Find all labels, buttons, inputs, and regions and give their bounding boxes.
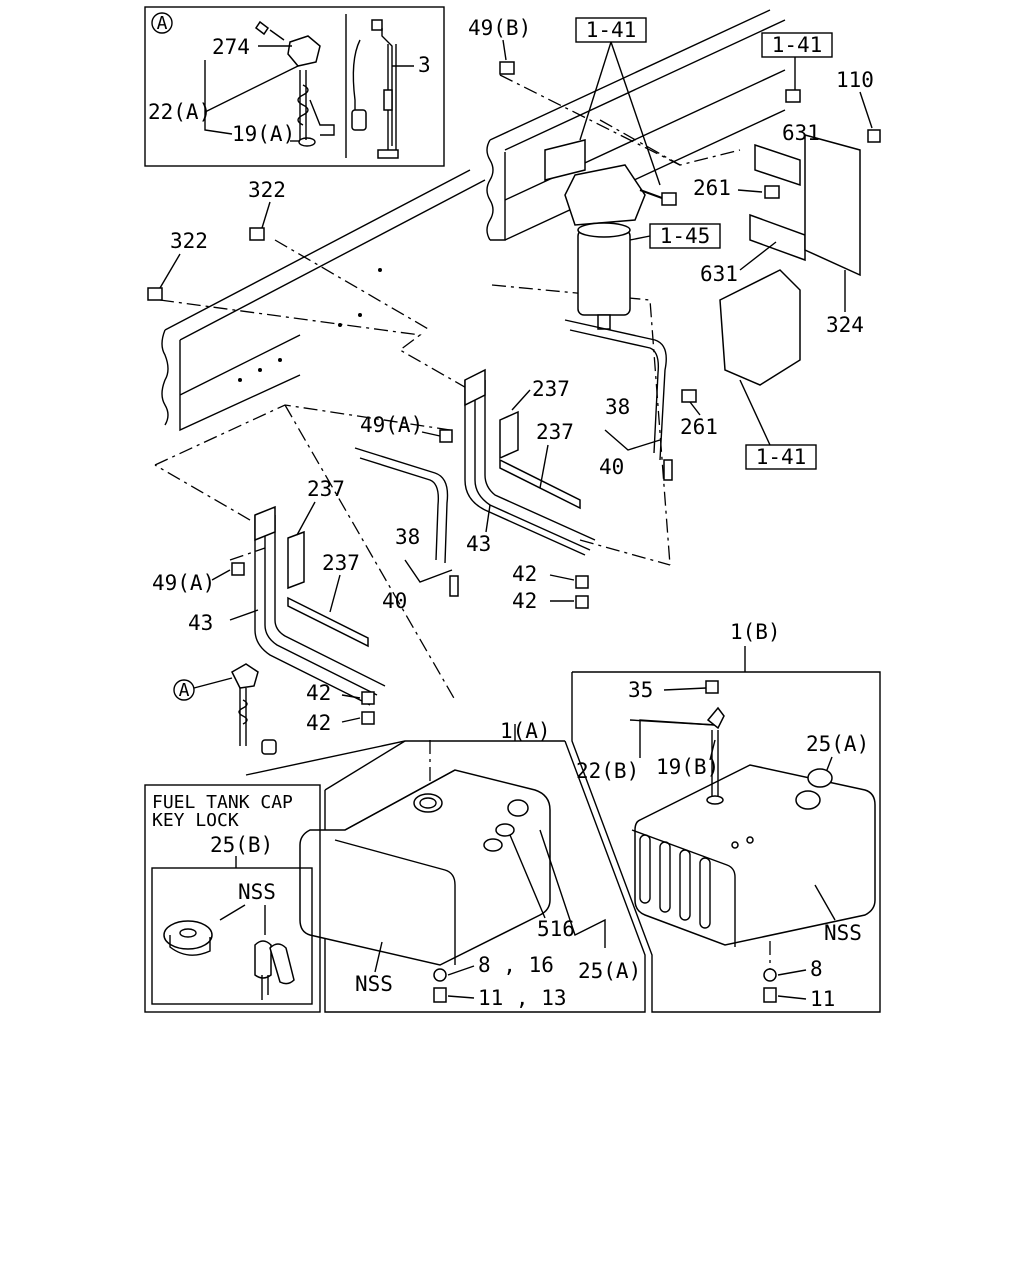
label-43-left: 43 <box>188 611 213 635</box>
fuel-tank-1a <box>299 769 551 1003</box>
bolt-322-left <box>147 287 163 301</box>
ref-141-bottom: 1-41 <box>756 445 807 469</box>
a-marker-low: A <box>179 680 190 701</box>
cap-title-line-2: KEY LOCK <box>152 810 239 831</box>
fuel-tank-1b <box>631 706 876 1003</box>
detail-a-inset: A 274 22(A) 19(A) 3 <box>144 6 445 167</box>
label-40-right: 40 <box>599 455 624 479</box>
label-19a: 19(A) <box>232 122 295 146</box>
detail-a-marker: A <box>157 13 168 34</box>
label-322-top: 322 <box>248 178 286 202</box>
tank-band-right <box>464 319 673 609</box>
label-42-b: 42 <box>512 589 537 613</box>
locking-cap-and-keys <box>163 920 295 1000</box>
label-49a-left: 49(A) <box>152 571 215 595</box>
frame-rail-lower <box>161 169 486 432</box>
label-237-d: 237 <box>322 551 360 575</box>
label-25a-right: 25(A) <box>806 732 869 756</box>
label-261-top: 261 <box>693 176 731 200</box>
label-237-c: 237 <box>307 477 345 501</box>
label-1b: 1(B) <box>730 620 781 644</box>
label-22a: 22(A) <box>148 100 211 124</box>
label-25a-left: 25(A) <box>578 959 641 983</box>
label-324: 324 <box>826 313 864 337</box>
label-38-right: 38 <box>605 395 630 419</box>
label-49a-mid: 49(A) <box>360 413 423 437</box>
detail-marker-circle <box>151 12 173 34</box>
tank-band-left <box>231 429 459 725</box>
label-25b: 25(B) <box>210 833 273 857</box>
tank-1b-panel <box>571 671 881 1013</box>
bracket-assembly-right <box>681 129 881 403</box>
cap-title-line-1: FUEL TANK CAP <box>152 792 293 813</box>
fuel-filter <box>544 139 677 330</box>
label-110: 110 <box>836 68 874 92</box>
nut-49b <box>499 61 515 75</box>
label-8: 8 <box>810 957 823 981</box>
label-237-a: 237 <box>532 377 570 401</box>
label-nss-b: NSS <box>824 921 862 945</box>
label-42-c: 42 <box>306 681 331 705</box>
label-11: 11 <box>810 987 835 1011</box>
ref-box-141-bottom <box>745 444 817 470</box>
fuel-sender-unit <box>254 20 335 147</box>
label-40-left: 40 <box>382 589 407 613</box>
ref-141-top: 1-41 <box>586 18 637 42</box>
label-516: 516 <box>537 917 575 941</box>
fuel-sender-lower <box>231 663 277 755</box>
label-1a: 1(A) <box>500 719 551 743</box>
label-43-right: 43 <box>466 532 491 556</box>
ref-145: 1-45 <box>660 224 711 248</box>
label-8-16: 8 , 16 <box>478 953 554 977</box>
bolt-1-41 <box>785 89 801 103</box>
ref-box-141-right <box>761 32 833 58</box>
label-237-b: 237 <box>536 420 574 444</box>
label-42-d: 42 <box>306 711 331 735</box>
label-38-left: 38 <box>395 525 420 549</box>
a-marker-circle-low <box>173 679 195 701</box>
label-22b: 22(B) <box>576 759 639 783</box>
label-3: 3 <box>418 53 431 77</box>
label-261-bottom: 261 <box>680 415 718 439</box>
label-42-a: 42 <box>512 562 537 586</box>
label-11-13: 11 , 13 <box>478 986 567 1010</box>
screw-35 <box>705 680 719 694</box>
bolt-322-top <box>249 227 265 241</box>
label-631-top: 631 <box>782 121 820 145</box>
ref-141-right: 1-41 <box>772 33 823 57</box>
label-nss-a: NSS <box>355 972 393 996</box>
cap-key-lock-panel <box>144 784 321 1013</box>
label-49b: 49(B) <box>468 16 531 40</box>
label-631-bottom: 631 <box>700 262 738 286</box>
label-322-left: 322 <box>170 229 208 253</box>
label-35: 35 <box>628 678 653 702</box>
label-274: 274 <box>212 35 250 59</box>
label-19b: 19(B) <box>656 755 719 779</box>
gauge-unit <box>351 19 399 159</box>
label-nss-cap: NSS <box>238 880 276 904</box>
